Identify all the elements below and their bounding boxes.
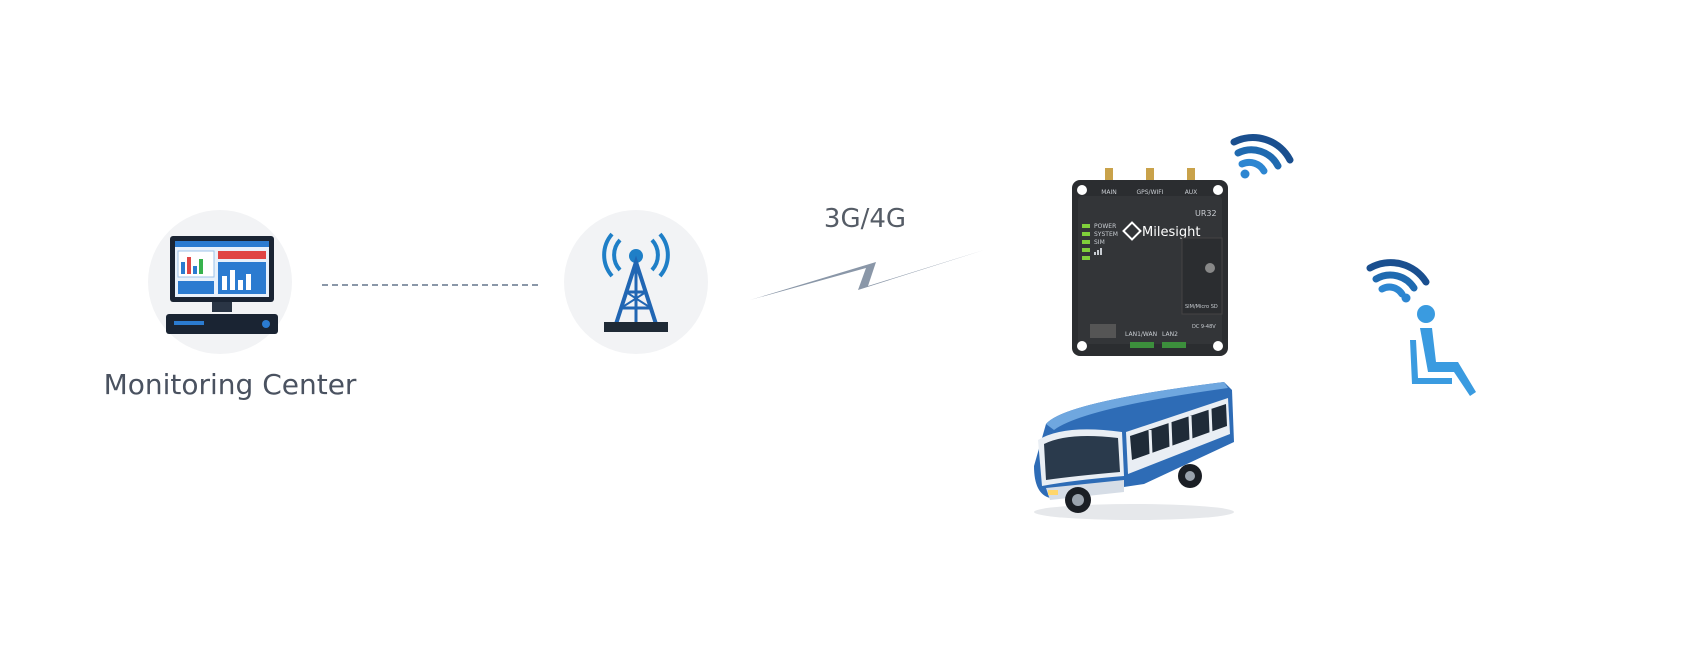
led-label-sim: SIM: [1094, 239, 1105, 246]
network-label: 3G/4G: [823, 204, 907, 234]
router-model: UR32: [1195, 209, 1217, 218]
led-label-system: SYSTEM: [1094, 231, 1118, 238]
port-label-lan1-wan: LAN1/WAN: [1125, 331, 1157, 338]
antenna-label-aux: AUX: [1185, 189, 1198, 196]
router-device: MAIN GPS/WIFI AUX UR32 Milesight POWER S…: [1072, 168, 1228, 356]
computer-icon: [166, 236, 278, 334]
bus-image: [1034, 382, 1234, 520]
passenger-wifi-icon: [1366, 259, 1430, 303]
monitoring-center-label: Monitoring Center: [103, 368, 357, 401]
power-label: DC 9-48V: [1192, 324, 1216, 330]
dashed-link: [322, 284, 538, 286]
seated-passenger-icon: [1410, 305, 1476, 396]
wifi-icon: [1230, 134, 1294, 179]
cell-tower-icon: [602, 232, 670, 332]
port-label-lan2: LAN2: [1162, 331, 1178, 338]
lightning-signal-icon: [750, 250, 984, 300]
sim-slot-label: SIM/Micro SD: [1185, 304, 1218, 310]
antenna-label-main: MAIN: [1101, 189, 1117, 196]
router-brand: Milesight: [1142, 225, 1200, 240]
antenna-label-gps-wifi: GPS/WIFI: [1136, 189, 1163, 196]
led-label-power: POWER: [1094, 223, 1116, 230]
